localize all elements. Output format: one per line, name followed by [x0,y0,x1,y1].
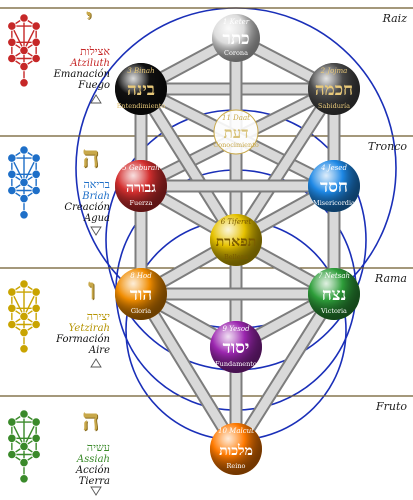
sephirah-hebrew: גבורה [126,180,156,196]
sephirah-num-name: 8 Hod [130,272,152,280]
element-triangle-icon [90,486,102,496]
sephirah-jojma: 2 Jojma חכמה Sabiduría [308,63,360,115]
sephirah-hod: 8 Hod הוד Gloria [115,268,167,320]
mini-tree-assiah [7,409,102,496]
sephirah-num-name: 11 Daat [222,114,250,122]
level-label-raiz: Raiz [382,12,407,25]
sephirah-meaning: Sabiduría [318,102,350,110]
world-assiah-element: Tierra [78,476,110,487]
sephirah-num-name: 1 Keter [223,18,250,26]
sephirah-hebrew: נצח [322,285,347,305]
sephirah-hebrew: בינה [127,80,155,100]
sephirah-meaning: Belleza [224,253,248,261]
sephirah-sphere-shade [308,268,360,320]
element-triangle-icon [90,226,102,236]
mini-tree-briah [7,145,102,236]
world-atziluth-hebrew: אצילות [80,45,110,58]
world-briah-hebrew: בריאה [83,178,110,191]
world-letter-he-2: ה [82,403,100,438]
sephirah-hebrew: חסד [320,177,348,197]
sephirah-sphere-shade [308,63,360,115]
sephirah-sphere-shade [210,321,262,373]
world-yetzirah-hebrew: יצירה [86,310,110,323]
world-yetzirah-element: Aire [88,345,110,356]
sephirah-sphere-shade [115,268,167,320]
sephirah-meaning: Conocimiento [213,141,259,149]
sephirah-sphere [213,109,259,155]
world-yetzirah-name: Yetzirah [68,323,110,334]
sephirah-binah: 3 Binah בינה Entendimiento [115,63,167,115]
path-bar-highlight-24 [136,289,241,454]
path-bar-highlight-9 [231,84,339,245]
world-letter-vav: ו [88,272,96,307]
sephirah-num-name: 5 Geburah [122,164,159,172]
sephirah-netsah: 7 Netsah נצח Victoria [308,268,360,320]
sephirah-meaning: Corona [224,49,248,57]
sephirah-hebrew: כתר [222,29,249,49]
world-atziluth-es: Emanación [53,69,110,80]
sephirah-num-name: 10 Malcut [218,427,254,435]
sephirah-malcut: 10 Malcut מלכות Reino [210,423,262,475]
sephirah-meaning: Victoria [320,307,347,315]
sephirah-meaning: Gloria [131,307,151,315]
world-yetzirah-es: Formación [56,334,110,345]
sephirah-tiferet: 6 Tiferet תפארת Belleza [210,214,262,266]
level-label-rama: Rama [374,272,407,285]
world-atziluth-text: אצילות Atziluth Emanación Fuego [2,45,110,92]
world-briah-text: בריאה Briah Creación Agua [2,178,110,225]
sephirah-hebrew: חכמה [315,80,353,100]
mini-tree-yetzirah [7,279,102,368]
element-triangle-icon [90,94,102,104]
world-briah-name: Briah [82,191,110,202]
level-label-tronco: Tronco [367,140,407,153]
world-letter-yod: י [86,4,92,30]
sephirah-hebrew: דעת [224,124,249,142]
world-letter-he-1: ה [82,140,100,175]
sephirah-meaning: Reino [227,462,246,470]
sephirah-num-name: 3 Binah [127,67,154,75]
sephirah-num-name: 7 Netsah [318,272,350,280]
sephirah-sphere-shade [115,160,167,212]
sephirah-yesod: 9 Yesod יסוד Fundamento [210,321,262,373]
sephirah-meaning: Entendimiento [117,102,166,110]
path-bar-highlight-10 [136,84,241,245]
sephirah-num-name: 2 Jojma [320,67,348,75]
mini-tree-atziluth [7,13,102,104]
path-bar-highlight-23 [231,289,339,454]
world-assiah-hebrew: עשיה [86,441,110,454]
world-atziluth-element: Fuego [78,80,110,91]
sephirah-sphere-shade [308,160,360,212]
sephirah-num-name: 4 Jesed [320,164,347,172]
world-yetzirah-text: יצירה Yetzirah Formación Aire [2,310,110,357]
sephirah-meaning: Fundamento [215,360,257,368]
sephirah-hebrew: יסוד [223,338,250,358]
level-label-fruto: Fruto [375,400,407,413]
sephirah-sphere-shade [210,423,262,475]
world-assiah-name: Assiah [76,454,110,465]
sephirah-num-name: 9 Yesod [222,325,250,333]
sephirah-sphere-shade [212,14,260,62]
world-assiah-text: עשיה Assiah Acción Tierra [2,441,110,488]
sephirah-jesed: 4 Jesed חסד Misericordia [308,160,360,212]
sephirah-meaning: Fuerza [130,199,153,207]
sephirah-meaning: Misericordia [313,199,355,207]
world-briah-es: Creación [64,202,110,213]
sephirah-sphere-shade [115,63,167,115]
world-briah-element: Agua [83,213,110,224]
sephirah-geburah: 5 Geburah גבורה Fuerza [115,160,167,212]
world-atziluth-name: Atziluth [70,58,110,69]
sephirah-hebrew: מלכות [219,443,253,459]
element-triangle-icon [90,358,102,368]
sephirah-num-name: 6 Tiferet [221,218,252,226]
sephirah-hebrew: הוד [130,285,152,305]
sephirah-sphere-shade [210,214,262,266]
world-assiah-es: Acción [75,465,110,476]
sephirah-hebrew: תפארת [216,234,257,250]
